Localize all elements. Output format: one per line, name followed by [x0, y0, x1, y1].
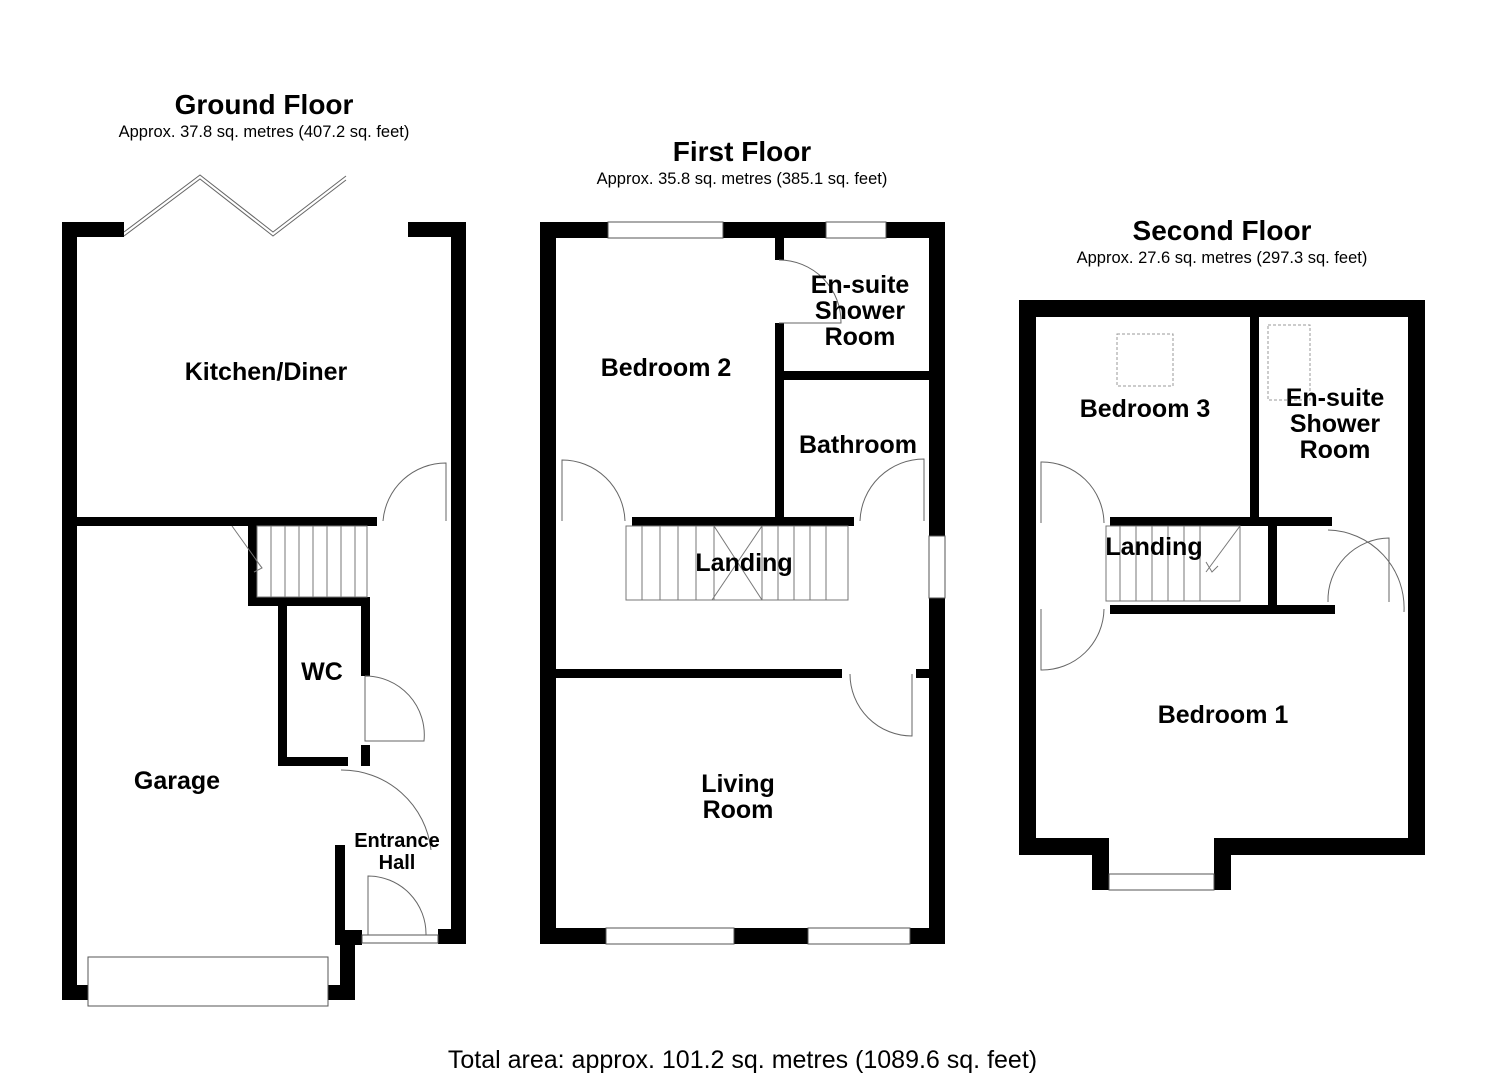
ground-floor-plan: [62, 174, 466, 1007]
room-wc: WC: [301, 658, 343, 686]
room-garage: Garage: [133, 767, 221, 795]
room-second-ensuite: En-suite Shower Room: [1286, 385, 1385, 463]
room-second-landing: Landing: [1105, 533, 1203, 561]
first-floor-heading: First Floor Approx. 35.8 sq. metres (385…: [562, 135, 922, 189]
room-bedroom-1: Bedroom 1: [1157, 701, 1289, 729]
second-floor-heading: Second Floor Approx. 27.6 sq. metres (29…: [1042, 214, 1402, 268]
room-kitchen-diner: Kitchen/Diner: [184, 358, 348, 386]
second-floor-area: Approx. 27.6 sq. metres (297.3 sq. feet): [1076, 249, 1368, 267]
room-second-ensuite-line3: Room: [1299, 436, 1371, 464]
room-first-ensuite-line2: Shower: [814, 297, 906, 325]
room-first-ensuite-line1: En-suite: [810, 271, 910, 299]
first-floor-title: First Floor: [672, 136, 812, 167]
room-bedroom-3: Bedroom 3: [1079, 395, 1211, 423]
second-floor-plan: [1019, 300, 1425, 891]
room-first-ensuite-line3: Room: [824, 323, 896, 351]
room-entrance-hall: Entrance Hall: [354, 830, 440, 874]
ground-floor-area: Approx. 37.8 sq. metres (407.2 sq. feet): [118, 123, 410, 141]
room-living-room-line1: Living: [701, 770, 775, 798]
room-second-ensuite-line2: Shower: [1289, 410, 1381, 438]
room-second-ensuite-line1: En-suite: [1285, 384, 1385, 412]
ground-floor-title: Ground Floor: [174, 89, 354, 120]
room-bedroom-2: Bedroom 2: [600, 354, 732, 382]
total-area: Total area: approx. 101.2 sq. metres (10…: [447, 1046, 1038, 1074]
first-floor-area: Approx. 35.8 sq. metres (385.1 sq. feet): [596, 170, 888, 188]
first-floor-plan: [540, 221, 946, 945]
ground-floor-heading: Ground Floor Approx. 37.8 sq. metres (40…: [84, 88, 444, 142]
room-entrance-hall-line1: Entrance: [354, 830, 440, 852]
room-entrance-hall-line2: Hall: [378, 852, 416, 874]
room-first-ensuite: En-suite Shower Room: [811, 272, 910, 350]
second-floor-title: Second Floor: [1132, 215, 1312, 246]
room-first-landing: Landing: [695, 549, 793, 577]
room-living-room: Living Room: [701, 771, 775, 823]
room-living-room-line2: Room: [702, 796, 774, 824]
room-bathroom: Bathroom: [798, 431, 918, 459]
